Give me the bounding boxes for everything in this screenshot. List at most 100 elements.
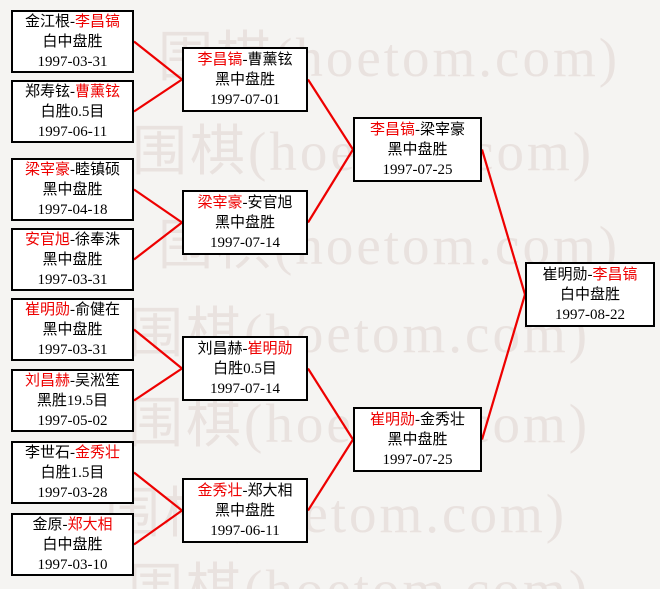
player2-name: 曹薰铉 (247, 51, 293, 68)
name-separator: - (70, 13, 75, 30)
name-separator: - (70, 83, 75, 100)
match-players: 崔明勋-金秀壮 (370, 410, 465, 430)
player1-name: 刘昌赫 (24, 372, 70, 389)
player1-name: 崔明勋 (542, 266, 588, 283)
match-result: 白中盘胜 (42, 33, 103, 50)
match-players: 郑寿铉-曹薰铉 (25, 82, 120, 102)
match-date: 1997-06-11 (37, 123, 108, 140)
match-result: 黑胜19.5目 (36, 392, 109, 409)
match-date: 1997-05-02 (37, 412, 108, 429)
match-players: 金江根-李昌镐 (25, 12, 120, 32)
watermark-text: 围棋(hoetom.com) (105, 483, 568, 544)
name-separator: - (70, 372, 75, 389)
match-result: 黑中盘胜 (214, 71, 275, 88)
match-box: 梁宰豪-安官旭 黑中盘胜 1997-07-14 (182, 190, 308, 255)
player2-name: 李昌镐 (75, 13, 121, 30)
match-players: 金秀壮-郑大相 (197, 481, 292, 501)
connector-line (307, 438, 354, 512)
match-players: 刘昌赫-吴淞笙 (25, 371, 120, 391)
player2-name: 吴淞笙 (75, 372, 121, 389)
player2-name: 崔明勋 (247, 340, 293, 357)
player1-name: 金秀壮 (197, 482, 243, 499)
match-date: 1997-07-25 (382, 451, 453, 468)
match-box: 金原-郑大相 白中盘胜 1997-03-10 (11, 513, 134, 576)
match-players: 梁宰豪-睦镇硕 (25, 160, 120, 180)
match-result: 白胜0.5目 (213, 360, 277, 377)
match-box: 安官旭-徐奉洙 黑中盘胜 1997-03-31 (11, 228, 134, 291)
name-separator: - (70, 231, 75, 248)
match-result: 黑中盘胜 (387, 141, 448, 158)
match-result: 黑中盘胜 (42, 251, 103, 268)
player1-name: 刘昌赫 (197, 340, 243, 357)
name-separator: - (70, 301, 75, 318)
player2-name: 睦镇硕 (75, 161, 121, 178)
match-players: 崔明勋-李昌镐 (542, 265, 637, 285)
match-box: 李昌镐-梁宰豪 黑中盘胜 1997-07-25 (353, 117, 482, 182)
connector-line (307, 148, 354, 224)
connector-line (480, 294, 527, 440)
connector-line (307, 78, 354, 151)
connector-line (480, 149, 527, 295)
watermark-text: 围棋(hoetom.com) (128, 562, 590, 589)
match-result: 黑中盘胜 (214, 214, 275, 231)
match-date: 1997-03-31 (37, 53, 108, 70)
match-box: 李昌镐-曹薰铉 黑中盘胜 1997-07-01 (182, 47, 308, 112)
name-separator: - (242, 51, 248, 68)
name-separator: - (587, 266, 593, 283)
player1-name: 李世石 (24, 444, 70, 461)
player1-name: 崔明勋 (24, 301, 70, 318)
player1-name: 梁宰豪 (197, 194, 243, 211)
match-box: 金秀壮-郑大相 黑中盘胜 1997-06-11 (182, 478, 308, 543)
match-box: 梁宰豪-睦镇硕 黑中盘胜 1997-04-18 (11, 158, 134, 221)
match-box: 金江根-李昌镐 白中盘胜 1997-03-31 (11, 10, 134, 73)
match-box: 崔明勋-金秀壮 黑中盘胜 1997-07-25 (353, 407, 482, 472)
match-box: 崔明勋-俞健在 黑中盘胜 1997-03-31 (11, 298, 134, 361)
connector-line (133, 328, 183, 370)
connector-line (133, 40, 183, 81)
match-date: 1997-03-31 (37, 341, 108, 358)
match-date: 1997-07-14 (210, 234, 280, 251)
name-separator: - (242, 194, 248, 211)
match-date: 1997-06-11 (210, 522, 280, 539)
player2-name: 安官旭 (247, 194, 293, 211)
match-date: 1997-07-01 (210, 91, 280, 108)
player2-name: 郑大相 (67, 516, 113, 533)
match-box: 郑寿铉-曹薰铉 白胜0.5目 1997-06-11 (11, 80, 134, 143)
match-box: 李世石-金秀壮 白胜1.5目 1997-03-28 (11, 441, 134, 504)
match-date: 1997-07-14 (210, 380, 280, 397)
match-result: 白胜0.5目 (40, 103, 105, 120)
match-date: 1997-07-25 (382, 161, 453, 178)
match-players: 金原-郑大相 (32, 515, 112, 535)
match-box: 崔明勋-李昌镐 白中盘胜 1997-08-22 (525, 262, 655, 327)
player2-name: 曹薰铉 (75, 83, 121, 100)
match-players: 安官旭-徐奉洙 (25, 230, 120, 250)
name-separator: - (242, 340, 248, 357)
name-separator: - (70, 444, 75, 461)
match-date: 1997-03-31 (37, 271, 108, 288)
player2-name: 梁宰豪 (420, 121, 466, 138)
connector-line (133, 188, 183, 224)
player1-name: 李昌镐 (369, 121, 415, 138)
player2-name: 俞健在 (75, 301, 121, 318)
match-players: 刘昌赫-崔明勋 (197, 339, 292, 359)
connector-line (133, 471, 183, 512)
name-separator: - (415, 121, 420, 138)
match-result: 黑中盘胜 (42, 321, 103, 338)
player1-name: 金原 (32, 516, 63, 533)
match-players: 梁宰豪-安官旭 (197, 193, 292, 213)
match-result: 白中盘胜 (42, 536, 103, 553)
player1-name: 李昌镐 (197, 51, 243, 68)
match-players: 李昌镐-曹薰铉 (197, 50, 292, 70)
player2-name: 李昌镐 (592, 266, 638, 283)
player1-name: 郑寿铉 (24, 83, 70, 100)
player2-name: 郑大相 (247, 482, 293, 499)
connector-line (133, 221, 183, 261)
player2-name: 金秀壮 (420, 411, 466, 428)
player1-name: 崔明勋 (369, 411, 415, 428)
player1-name: 安官旭 (24, 231, 70, 248)
match-date: 1997-08-22 (555, 306, 625, 323)
player2-name: 徐奉洙 (75, 231, 121, 248)
player2-name: 金秀壮 (75, 444, 121, 461)
